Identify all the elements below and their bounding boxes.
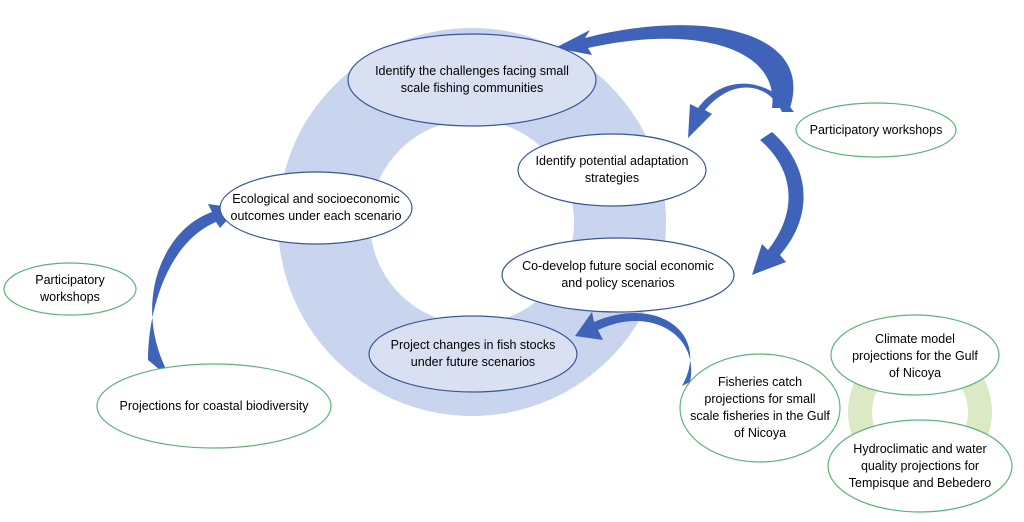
node-identify-challenges — [347, 33, 597, 127]
label-codevelop-scenarios: Co-develop future social economic and po… — [522, 259, 714, 290]
label-coastal-biodiversity: Projections for coastal biodiversity — [119, 398, 309, 413]
node-fisheries-catch — [679, 353, 841, 463]
label-project-fish-stocks: Project changes in fish stocks under fut… — [390, 338, 556, 369]
node-codevelop-scenarios — [501, 237, 735, 313]
node-identify-adaptation — [517, 133, 707, 207]
node-participatory-right — [795, 102, 957, 158]
label-participatory-right: Participatory workshops — [809, 122, 943, 137]
label-participatory-left: Participatory workshops — [35, 273, 105, 304]
arrow-workshops-to-adaptation — [688, 83, 794, 138]
arrow-workshops-to-challenges — [555, 25, 794, 108]
arrow-workshops-to-scenarios — [752, 132, 804, 275]
node-participatory-left — [3, 262, 137, 316]
node-climate-model — [830, 314, 1000, 396]
node-project-fish-stocks — [368, 315, 578, 393]
node-hydroclimatic — [827, 419, 1013, 513]
label-identify-challenges: Identify the challenges facing small sca… — [375, 64, 569, 95]
label-identify-adaptation: Identify potential adaptation strategies — [535, 154, 689, 185]
label-fisheries-catch: Fisheries catch projections for small sc… — [690, 375, 830, 440]
arrow-biodiversity-to-outcomes — [148, 204, 238, 380]
node-coastal-biodiversity — [96, 363, 332, 449]
label-hydroclimatic: Hydroclimatic and water quality projecti… — [848, 441, 992, 490]
label-ecological-outcomes: Ecological and socioeconomic outcomes un… — [230, 192, 402, 223]
node-ecological-outcomes — [219, 171, 413, 245]
label-climate-model: Climate model projections for the Gulf o… — [852, 331, 978, 380]
